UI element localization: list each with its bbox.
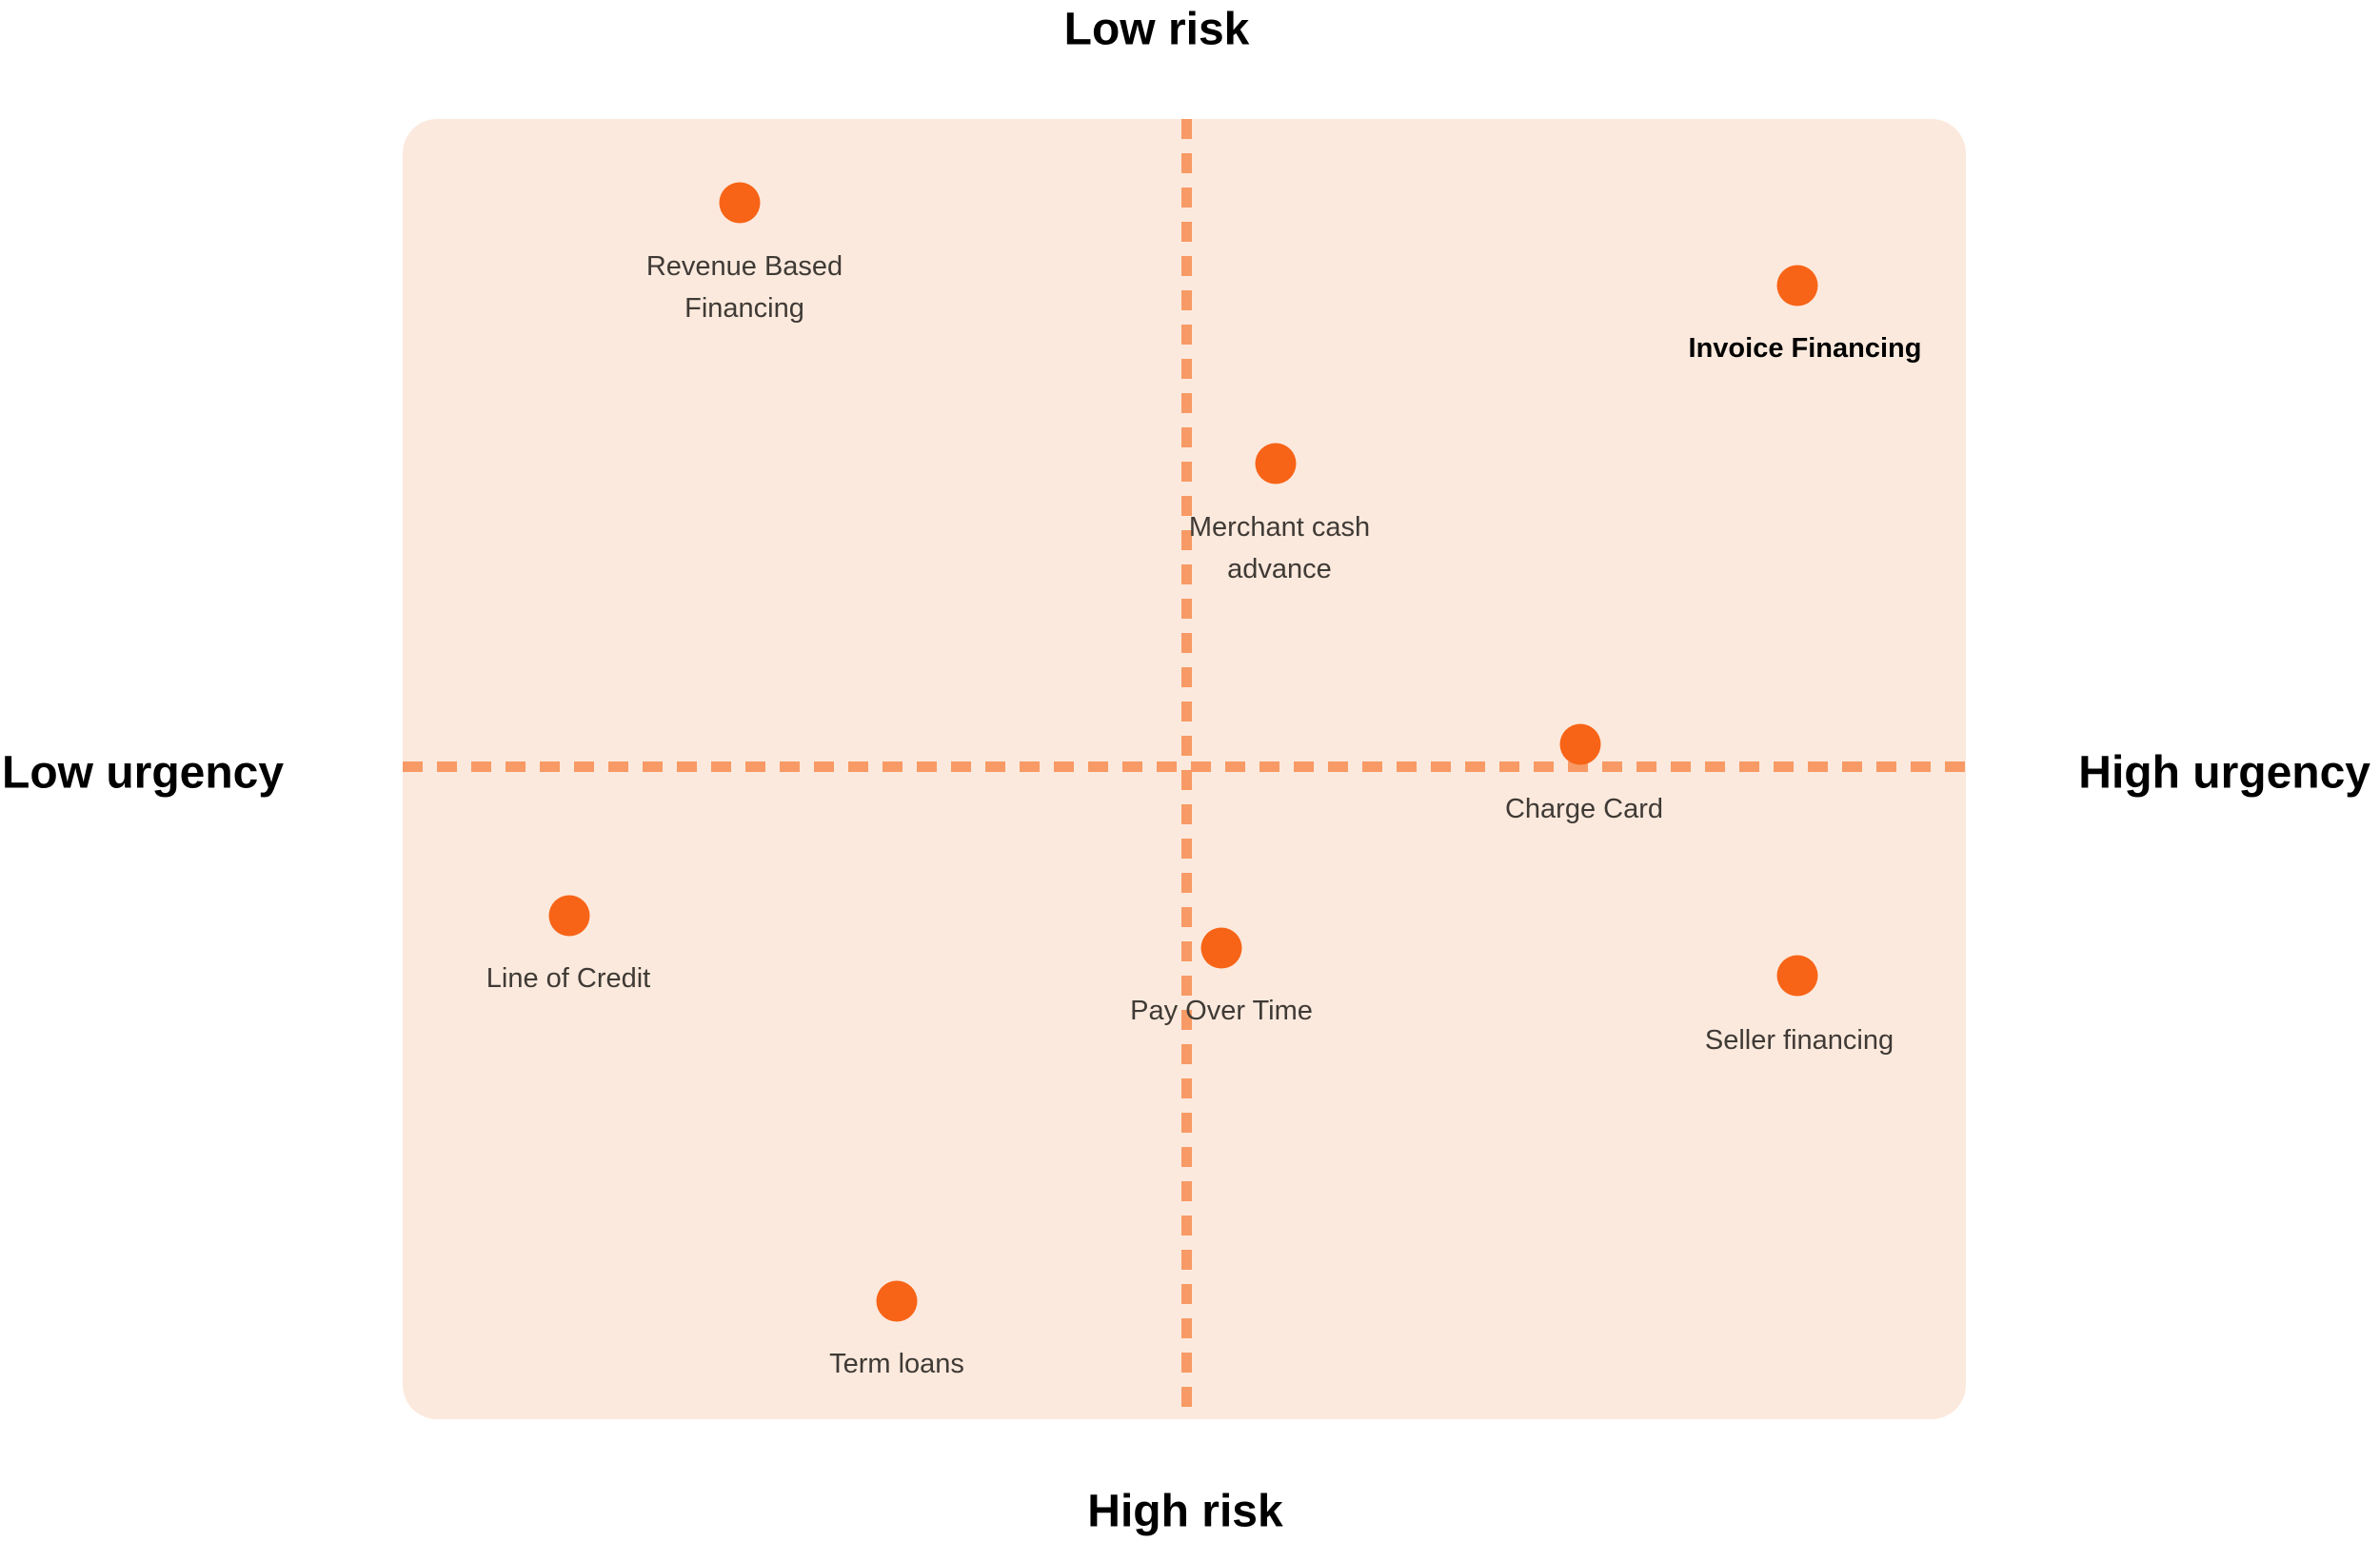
data-point-label: Term loans — [829, 1349, 964, 1379]
axis-label-high-urgency: High urgency — [2078, 747, 2370, 799]
data-point-dot — [719, 182, 761, 224]
data-point-dot — [1776, 265, 1818, 306]
data-point-dot — [876, 1280, 918, 1322]
data-point-dot — [1255, 443, 1297, 484]
data-point-label: Pay Over Time — [1130, 996, 1313, 1026]
axis-label-low-risk: Low risk — [1063, 4, 1250, 55]
horizontal-center-dashed-line — [403, 761, 1966, 772]
data-point-dot — [548, 895, 590, 937]
data-point-label: Line of Credit — [486, 963, 651, 994]
axis-label-low-urgency: Low urgency — [2, 747, 285, 799]
data-point-label: Invoice Financing — [1688, 333, 1922, 364]
data-point-label: Seller financing — [1704, 1025, 1894, 1056]
data-point-dot — [1200, 927, 1242, 969]
data-point-dot — [1559, 723, 1601, 765]
data-point-label: Charge Card — [1504, 794, 1664, 824]
data-point-dot — [1776, 955, 1818, 997]
axis-label-high-risk: High risk — [1087, 1486, 1283, 1537]
